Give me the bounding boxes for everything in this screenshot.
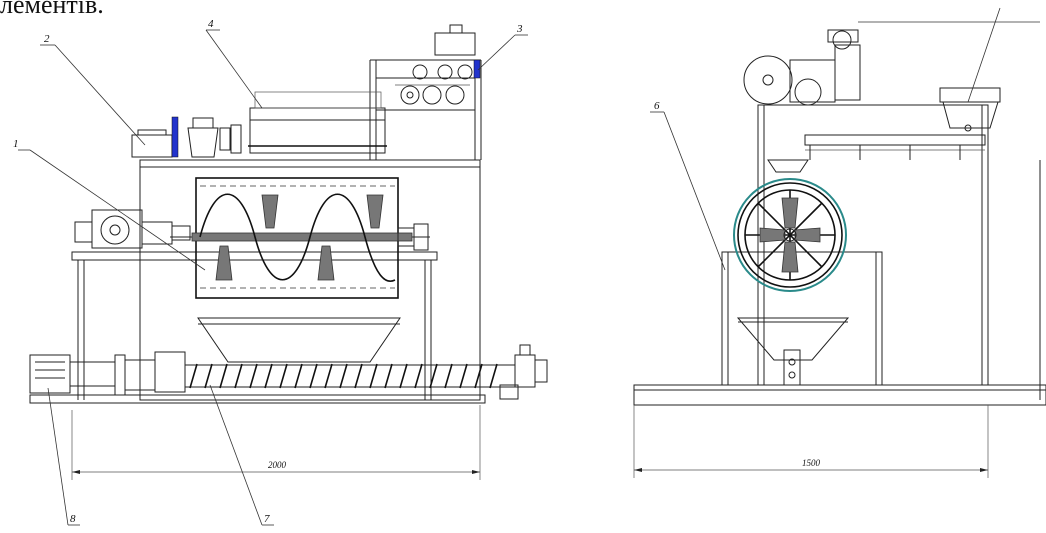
front-dimension-label: 2000 <box>268 460 287 470</box>
top-hopper <box>248 91 387 154</box>
side-small-funnel <box>767 159 809 173</box>
front-dimension <box>71 405 481 480</box>
callout-1: 1 <box>13 138 19 150</box>
front-view: 2000 1 2 3 4 7 8 <box>13 18 548 526</box>
mixer-drive-motor <box>74 209 191 249</box>
callout-8: 8 <box>70 513 76 525</box>
side-view: 1500 6 <box>633 7 1046 478</box>
side-top-drive <box>743 21 1040 106</box>
side-feed-hopper <box>939 7 1001 132</box>
screw-conveyor <box>29 344 548 400</box>
side-frame <box>633 104 1046 406</box>
top-drive-motor <box>131 116 242 158</box>
mixing-drum <box>170 177 430 299</box>
top-right-gear-drive <box>395 24 481 105</box>
side-leaders <box>650 111 726 271</box>
caption-fragment: лементів. <box>0 0 104 19</box>
callout-7: 7 <box>264 513 270 525</box>
callout-3: 3 <box>516 23 523 35</box>
side-dimension <box>633 405 989 478</box>
side-mixing-drum <box>733 178 847 292</box>
main-frame <box>29 59 486 404</box>
side-discharge-funnel <box>736 317 850 386</box>
side-dimension-label: 1500 <box>802 458 821 468</box>
front-leaders <box>18 29 528 526</box>
callout-6: 6 <box>654 100 660 112</box>
discharge-funnel <box>197 317 401 363</box>
callout-4: 4 <box>208 18 214 30</box>
side-belt-conveyor <box>804 134 986 160</box>
callout-2: 2 <box>44 33 50 45</box>
